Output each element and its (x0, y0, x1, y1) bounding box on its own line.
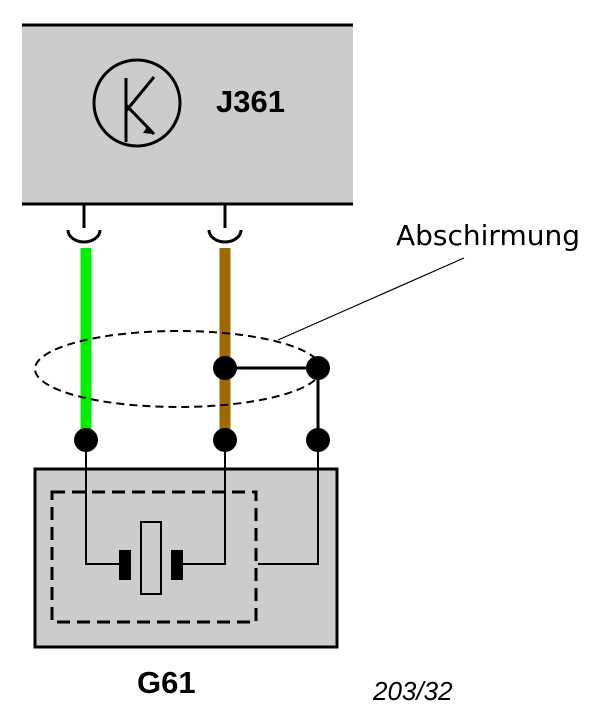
figure-number: 203/32 (372, 676, 453, 706)
shield-ellipse (34, 330, 322, 408)
sensor-inner-dashed (50, 490, 258, 624)
junction-dot (306, 356, 330, 380)
control-unit-box (22, 24, 353, 204)
junction-dot (213, 356, 237, 380)
piezo-crystal-icon (119, 521, 183, 595)
shield-callout-label: Abschirmung (396, 219, 580, 252)
shield-callout-leader (277, 257, 465, 341)
transistor-symbol-icon (92, 58, 182, 148)
sensor-box (33, 467, 339, 649)
sensor-g61 (33, 440, 339, 649)
control-unit-label: J361 (216, 84, 285, 119)
sensor-label: G61 (137, 665, 196, 700)
connector-pin-1 (66, 204, 102, 244)
sensor-shield-lead (258, 440, 319, 565)
control-unit-j361: J361 (22, 23, 353, 206)
sensor-lead-right (182, 440, 226, 565)
shield-connection (213, 356, 330, 440)
sensor-lead-left (85, 440, 122, 565)
connector-pin-2 (207, 204, 243, 244)
